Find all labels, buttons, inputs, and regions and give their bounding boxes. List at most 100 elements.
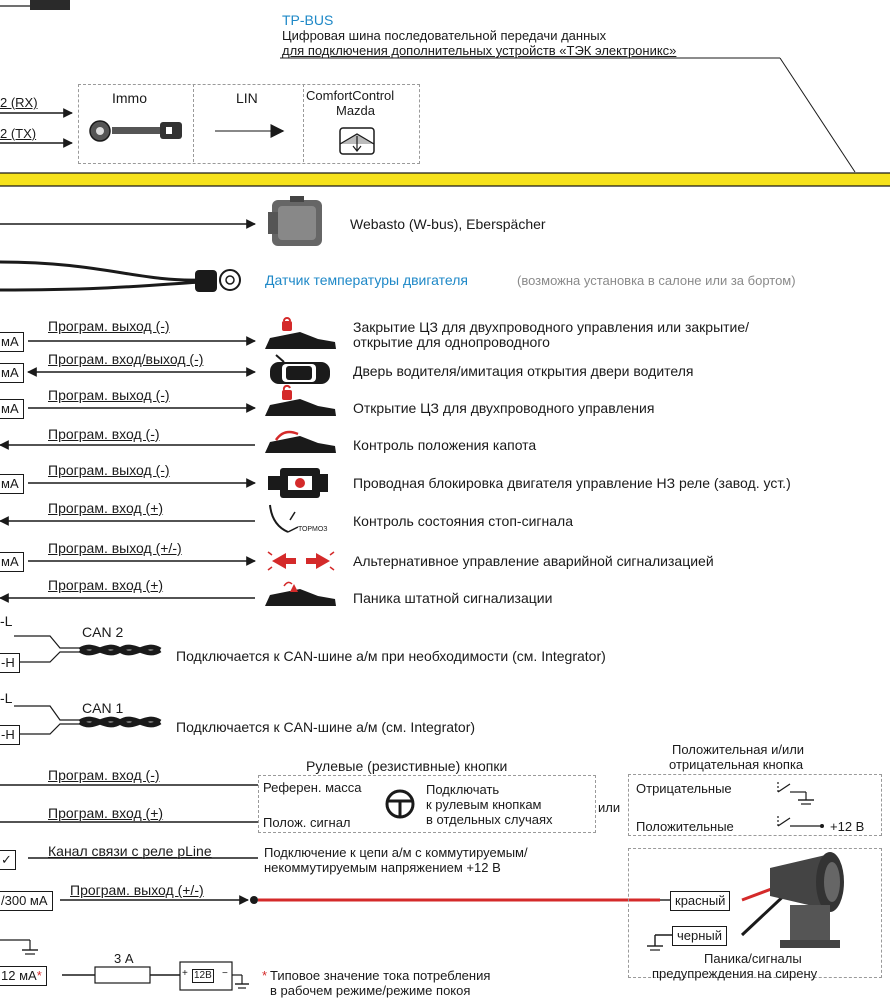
car-door-icon: [270, 354, 330, 384]
steering-ref-label: Референ. масса: [263, 780, 362, 795]
channel-current-box: мА: [0, 363, 24, 383]
can2-name: CAN 2: [82, 624, 124, 640]
steering-wire2-label: Програм. вход (+): [48, 805, 164, 821]
can2-h-label: -H: [0, 653, 20, 673]
car-hood-icon: [265, 430, 336, 453]
channel-current-box: мА: [0, 552, 24, 572]
pline-symbol: ✓: [1, 852, 12, 867]
channel-wire-label: Програм. вход/выход (-): [48, 351, 204, 367]
steering-note3: в отдельных случаях: [426, 812, 553, 827]
can1-l-label: -L: [0, 690, 13, 706]
connector-plug: [30, 0, 70, 10]
can2-desc: Подключается к CAN-шине а/м при необходи…: [176, 648, 606, 664]
tpbus-title: TP-BUS: [282, 12, 334, 28]
button-group: [628, 774, 882, 836]
battery-symbol: [179, 961, 233, 991]
can2-l-label: -L: [0, 613, 13, 629]
black-wire-label: черный: [672, 926, 728, 946]
channel-desc: Паника штатной сигнализации: [353, 590, 553, 606]
or-label: или: [598, 800, 621, 815]
pline-wire-label: Канал связи с реле pLine: [48, 843, 212, 859]
power-note1: Типовое значение тока потребления: [270, 968, 491, 983]
siren-current-box: /300 мА: [0, 891, 53, 911]
red-wire-label: красный: [670, 891, 731, 911]
lin-label: LIN: [236, 90, 258, 106]
positive-button-label: Положительные: [636, 819, 734, 834]
pline-desc1: Подключение к цепи а/м с коммутируемым/: [264, 845, 528, 860]
webasto-heater-icon: [268, 196, 322, 246]
negative-button-label: Отрицательные: [636, 781, 732, 796]
channel-wire-label: Програм. выход (-): [48, 462, 170, 478]
channel-desc-line2: открытие для однопроводного: [353, 334, 550, 350]
battery-label: 12В: [192, 969, 214, 983]
steering-wire1-label: Програм. вход (-): [48, 767, 160, 783]
steering-note1: Подключать: [426, 782, 500, 797]
siren-wire-label: Програм. выход (+/-): [70, 882, 204, 898]
divider: [193, 84, 194, 162]
channel-wire-label: Програм. выход (-): [48, 318, 170, 334]
immo-key-icon: [89, 120, 182, 142]
engine-icon: [268, 468, 328, 498]
button-title1: Положительная и/или: [672, 742, 805, 757]
hazard-arrows-icon: [267, 551, 335, 571]
car-unlock-icon: [265, 384, 336, 416]
rx-label: 2 (RX): [0, 95, 38, 110]
temp-sensor-note: (возможна установка в салоне или за борт…: [517, 273, 796, 288]
siren-caption1: Паника/сигналы: [704, 951, 802, 966]
channel-desc: Контроль положения капота: [353, 437, 537, 453]
pline-desc2: некоммутируемым напряжением +12 В: [264, 860, 501, 875]
tx-label: 2 (TX): [0, 126, 37, 141]
webasto-label: Webasto (W-bus), Eberspächer: [350, 216, 546, 232]
channel-desc: Открытие ЦЗ для двухпроводного управлени…: [353, 400, 655, 416]
channel-wire-label: Програм. вход (-): [48, 426, 160, 442]
positive-button-switch-icon: [777, 816, 824, 828]
car-panic-icon: [265, 581, 336, 606]
mazda-label: Mazda: [336, 103, 376, 118]
button-title2: отрицательная кнопка: [669, 757, 804, 772]
siren-group: [628, 848, 882, 978]
tpbus-desc-line1: Цифровая шина последовательной передачи …: [282, 28, 607, 43]
temp-sensor-cable: [0, 260, 201, 282]
channel-wire-label: Програм. вход (+): [48, 577, 164, 593]
channel-wire-label: Програм. вход (+): [48, 500, 164, 516]
button-voltage-label: +12 В: [830, 819, 865, 834]
brake-pedal-icon: [269, 504, 299, 533]
can1-desc: Подключается к CAN-шине а/м (см. Integra…: [176, 719, 476, 735]
channel-desc: Контроль состояния стоп-сигнала: [353, 513, 573, 529]
can1-h-label: -H: [0, 725, 20, 745]
immo-label: Immo: [112, 90, 147, 106]
temp-sensor-label: Датчик температуры двигателя: [265, 272, 468, 288]
channel-wire-label: Програм. выход (+/-): [48, 540, 182, 556]
channel-desc: Проводная блокировка двигателя управлени…: [353, 475, 791, 491]
channel-current-box: мА: [0, 474, 24, 494]
steering-wheel-icon: [385, 789, 415, 819]
pline-box: ✓: [0, 850, 16, 870]
can1-name: CAN 1: [82, 700, 124, 716]
siren-icon: [770, 852, 844, 948]
brake-label: ТОРМОЗ: [298, 526, 328, 533]
steering-note2: к рулевым кнопкам: [426, 797, 542, 812]
channel-current-box: мА: [0, 332, 24, 352]
tpbus-desc-line2: для подключения дополнительных устройств…: [282, 43, 677, 58]
divider: [303, 84, 304, 162]
serial-devices-group: [78, 84, 420, 164]
siren-caption2: предупреждения на сирену: [652, 966, 818, 981]
power-current-value: 12 мА: [1, 968, 37, 983]
power-asterisk: *: [36, 968, 42, 983]
channel-desc: Альтернативное управление аварийной сигн…: [353, 553, 714, 569]
battery-minus: −: [222, 968, 228, 979]
power-current-box: 12 мА*: [0, 966, 47, 986]
channel-wire-label: Програм. выход (-): [48, 387, 170, 403]
steering-group: [258, 775, 596, 833]
comfort-label: ComfortControl: [306, 88, 395, 103]
power-note-asterisk: *: [262, 968, 268, 983]
channel-desc: Закрытие ЦЗ для двухпроводного управлени…: [353, 319, 750, 335]
yellow-bus: [0, 173, 890, 186]
comfort-control-icon: [339, 127, 375, 155]
negative-button-switch-icon: [777, 782, 814, 805]
car-lock-icon: [265, 317, 336, 349]
steering-title: Рулевые (резистивные) кнопки: [306, 758, 508, 774]
fuse-symbol: [94, 966, 151, 984]
fuse-label: 3 А: [114, 951, 134, 966]
